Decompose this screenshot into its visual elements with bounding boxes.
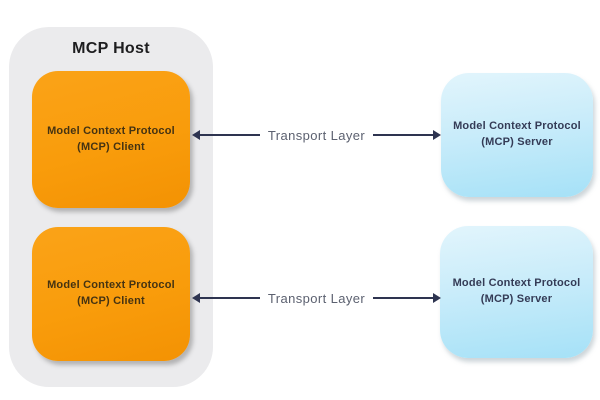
label-line-2: (MCP) Server (481, 136, 553, 148)
arrowhead-right-icon (433, 130, 441, 140)
connector-line (373, 297, 433, 299)
arrowhead-right-icon (433, 293, 441, 303)
mcp-client-2-label: Model Context Protocol (MCP) Client (47, 278, 175, 310)
label-line-1: Model Context Protocol (47, 279, 175, 292)
mcp-server-1-label: Model Context Protocol (MCP) Server (453, 119, 581, 151)
label-line-1: Model Context Protocol (452, 277, 581, 290)
transport-layer-connector-2: Transport Layer (192, 289, 441, 307)
arrowhead-left-icon (192, 130, 200, 140)
mcp-server-2-label: Model Context Protocol (MCP) Server (453, 276, 581, 308)
connector-line (200, 134, 260, 136)
label-line-2: (MCP) Server (480, 293, 553, 305)
transport-layer-connector-1: Transport Layer (192, 126, 441, 144)
mcp-client-1-label: Model Context Protocol (MCP) Client (47, 124, 175, 156)
connector-line (200, 297, 260, 299)
mcp-client-box-2: Model Context Protocol (MCP) Client (32, 227, 190, 361)
transport-layer-label: Transport Layer (267, 127, 366, 143)
arrowhead-left-icon (192, 293, 200, 303)
label-line-1: Model Context Protocol (47, 124, 175, 137)
mcp-server-box-1: Model Context Protocol (MCP) Server (441, 73, 593, 197)
connector-line (373, 134, 433, 136)
mcp-server-box-2: Model Context Protocol (MCP) Server (440, 226, 593, 358)
mcp-client-box-1: Model Context Protocol (MCP) Client (32, 71, 190, 208)
mcp-host-title: MCP Host (72, 40, 150, 57)
transport-layer-label: Transport Layer (267, 290, 366, 306)
label-line-1: Model Context Protocol (453, 120, 581, 133)
label-line-2: (MCP) Client (77, 140, 145, 153)
label-line-2: (MCP) Client (77, 295, 145, 307)
